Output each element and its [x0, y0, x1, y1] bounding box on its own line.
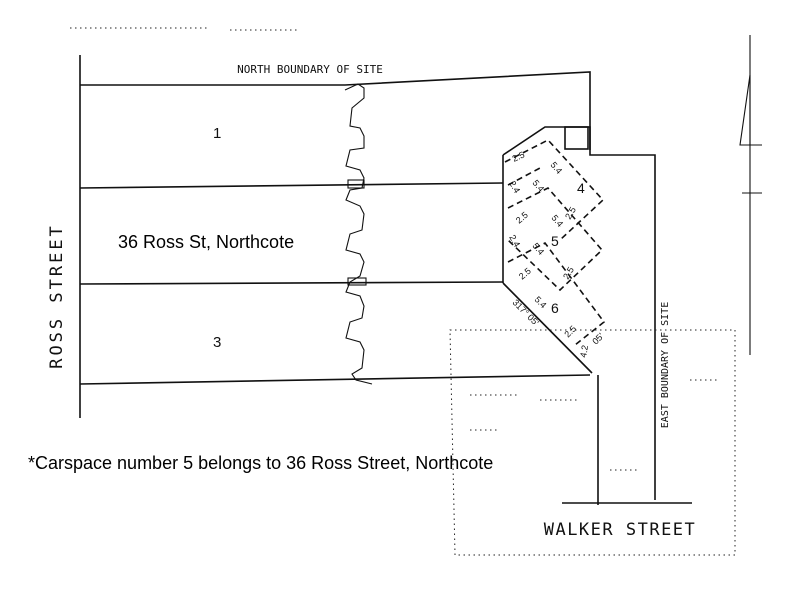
lot-divider-1-2 — [79, 182, 504, 189]
east-boundary-label: EAST BOUNDARY OF SITE — [660, 302, 671, 428]
scan-faint-box — [449, 329, 736, 556]
building-joint-1 — [347, 179, 365, 189]
dim-6-length: 5.4 — [533, 294, 549, 310]
north-boundary-line — [80, 71, 591, 150]
dim-4-side: 2.4 — [507, 179, 522, 195]
walker-street-label: WALKER STREET — [544, 520, 697, 540]
carspace-6-number: 6 — [551, 300, 559, 316]
north-arrow-icon — [739, 74, 751, 146]
scan-speck-top — [70, 27, 300, 31]
dim-4-length-a: 5.4 — [548, 160, 564, 176]
north-boundary-label: NORTH BOUNDARY OF SITE — [237, 63, 383, 76]
dim-6-width: 2.5 — [517, 266, 533, 282]
carspace-4-outline — [504, 139, 605, 241]
service-box — [564, 126, 589, 150]
carspace-6-outline — [507, 241, 606, 346]
dim-6-end-b: 2.5 — [562, 323, 578, 339]
south-boundary-lots — [79, 374, 591, 385]
dim-4-length-b: 5.4 — [530, 178, 546, 194]
building-joint-2 — [347, 277, 367, 286]
carspace-5-outline — [507, 167, 604, 292]
dim-4-width: 2.5 — [511, 149, 527, 163]
dim-5-side: 2.4 — [507, 233, 522, 249]
lot-1-number: 1 — [213, 125, 221, 142]
bearing-minutes: 05' — [590, 331, 606, 347]
scan-faint-marks — [470, 379, 720, 471]
building-outline — [344, 83, 373, 385]
ross-street-label: ROSS STREET — [47, 223, 67, 369]
dim-5-width: 2.5 — [514, 210, 530, 226]
carspace-diagonal-edge — [502, 282, 593, 374]
carspace-4-number: 4 — [577, 180, 585, 196]
lot-2-address-label: 36 Ross St, Northcote — [118, 232, 294, 252]
lot-divider-2-3 — [79, 281, 504, 285]
lot-3-number: 3 — [213, 334, 221, 351]
carspace-note: *Carspace number 5 belongs to 36 Ross St… — [28, 453, 493, 473]
dim-corner: 4.2 — [578, 344, 590, 358]
carspace-5-number: 5 — [551, 233, 559, 249]
carspace-boundary — [502, 126, 656, 500]
